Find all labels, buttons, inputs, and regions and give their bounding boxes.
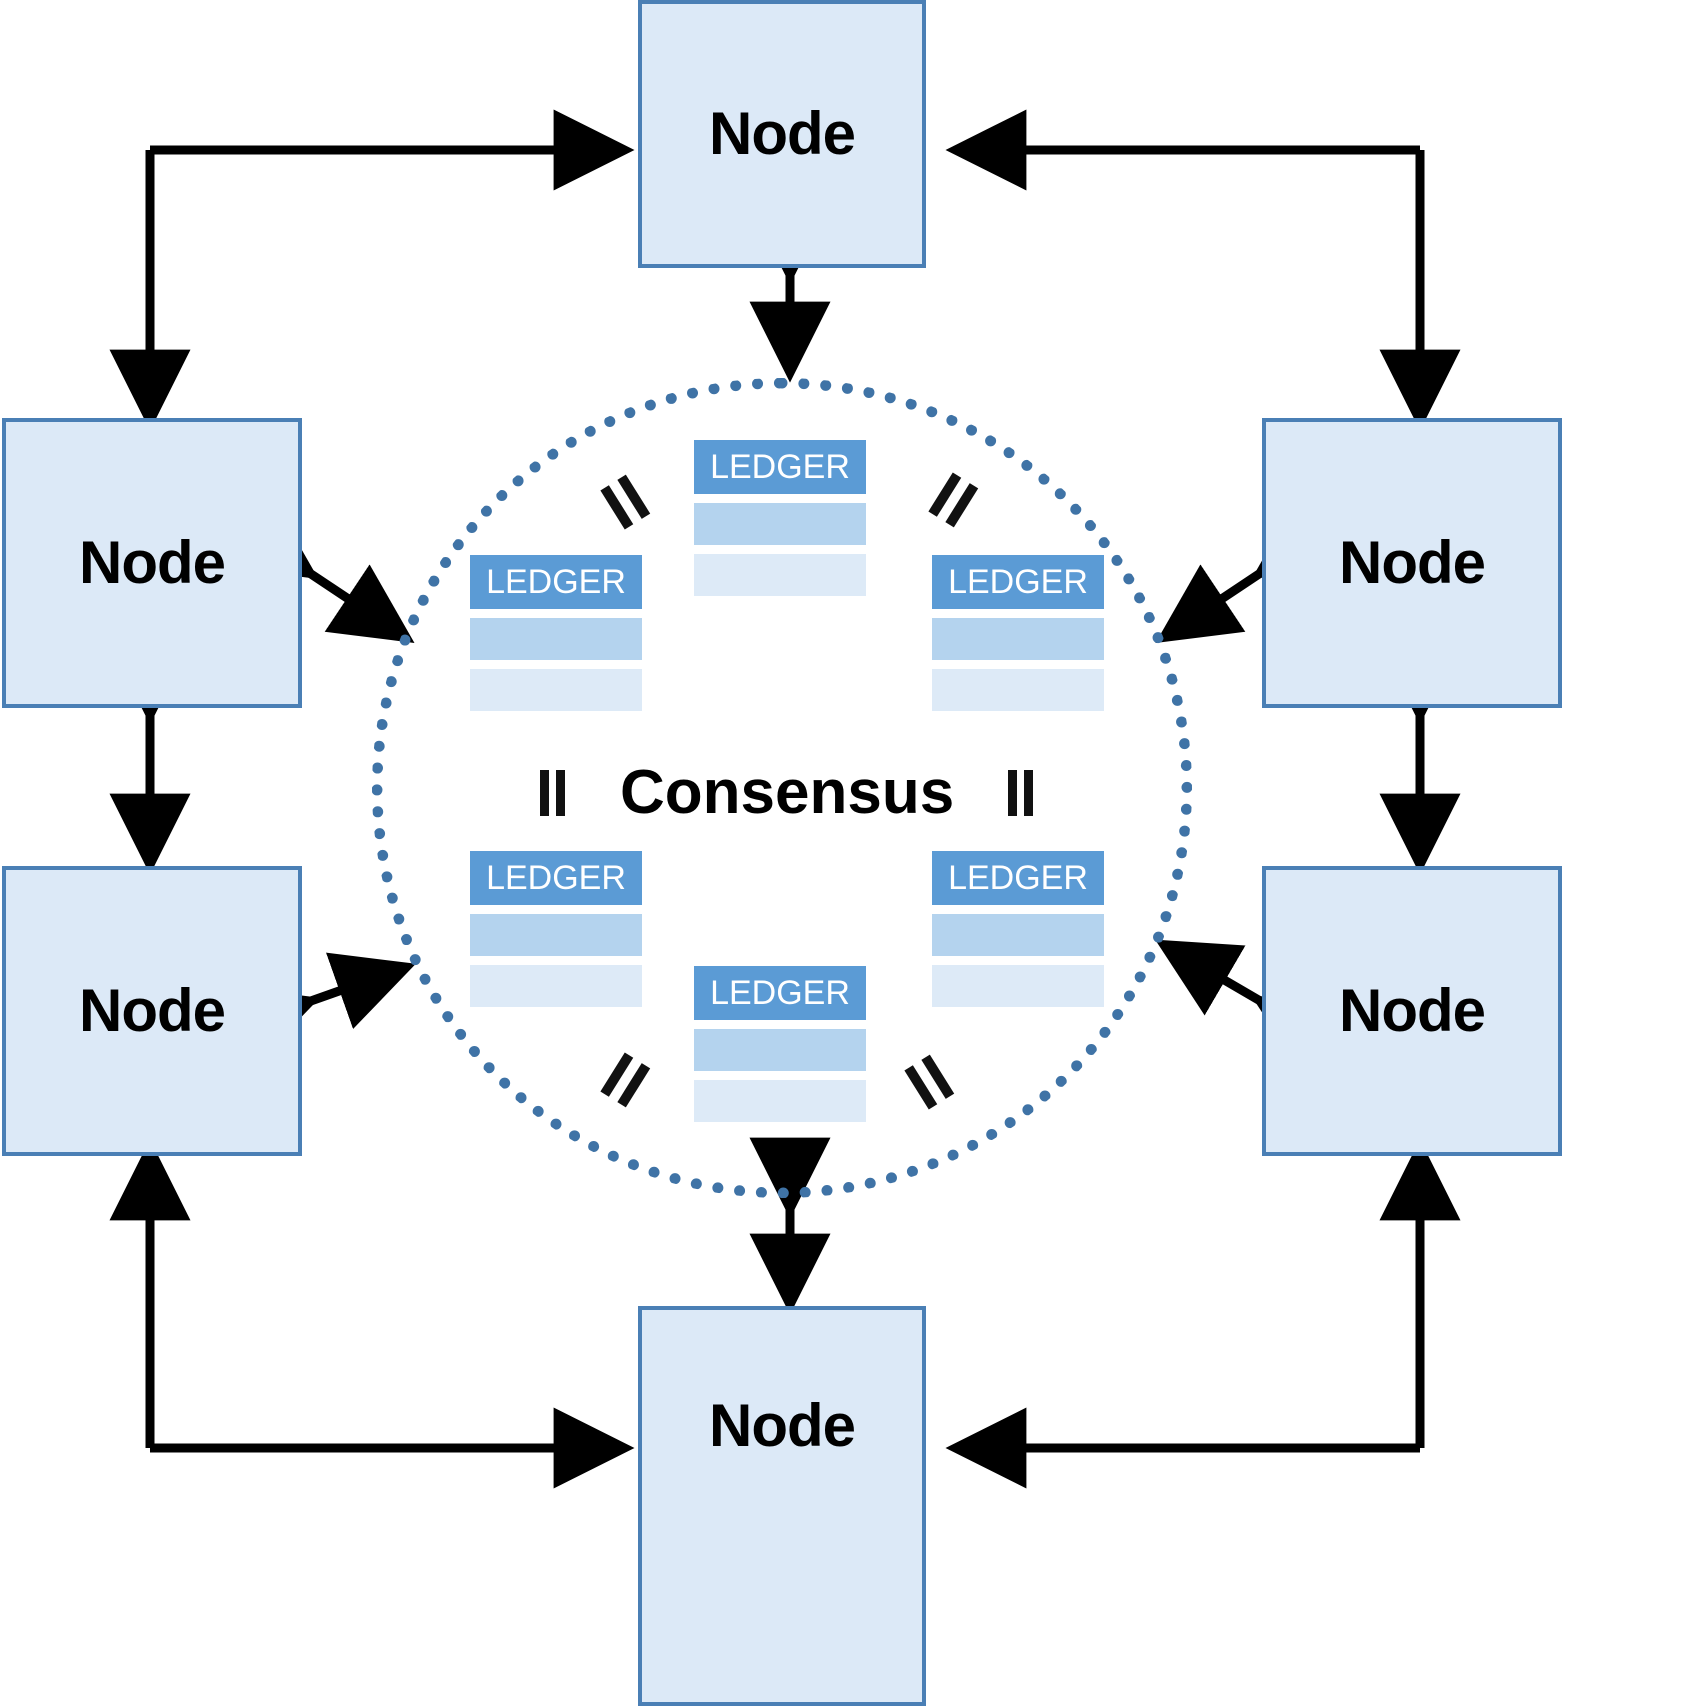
ledger-header: LEDGER [470, 555, 642, 609]
ledger-bar-1 [932, 618, 1104, 660]
arrow-left-upper-node-to-consensus [228, 500, 415, 643]
ledger-bottom: LEDGER [694, 966, 866, 1122]
ledger-bar-1 [470, 914, 642, 956]
arrow-right-upper-node-to-consensus [1155, 500, 1342, 643]
node-label: Node [709, 100, 856, 167]
node-label: Node [1339, 529, 1486, 596]
node-right-lower[interactable]: Node [1262, 866, 1562, 1156]
ledger-bar-2 [694, 1080, 866, 1122]
node-right-upper[interactable]: Node [1262, 418, 1562, 708]
consensus-label: Consensus [620, 758, 955, 827]
ledger-bar-2 [694, 554, 866, 596]
node-bottom[interactable]: Node [638, 1306, 926, 1706]
ledger-bar-1 [694, 503, 866, 545]
ledger-bar-2 [932, 669, 1104, 711]
node-label: Node [79, 529, 226, 596]
arrow-right-lower-node-to-consensus [1155, 939, 1342, 1072]
ledger-left-lower: LEDGER [470, 851, 642, 1007]
consensus-circle [372, 378, 1192, 1198]
ledger-header: LEDGER [694, 440, 866, 494]
ledger-header: LEDGER [470, 851, 642, 905]
ledger-right-lower: LEDGER [932, 851, 1104, 1007]
ledger-right-upper: LEDGER [932, 555, 1104, 711]
ledger-bar-1 [932, 914, 1104, 956]
ledger-bar-2 [470, 965, 642, 1007]
ledger-left-upper: LEDGER [470, 555, 642, 711]
ledger-top: LEDGER [694, 440, 866, 596]
node-left-upper[interactable]: Node [2, 418, 302, 708]
ledger-header: LEDGER [694, 966, 866, 1020]
node-top[interactable]: Node [638, 0, 926, 268]
node-left-lower[interactable]: Node [2, 866, 302, 1156]
equals-mid-left-icon [538, 770, 572, 816]
node-label: Node [79, 977, 226, 1044]
node-label: Node [709, 1392, 856, 1459]
ledger-bar-1 [694, 1029, 866, 1071]
ledger-bar-2 [470, 669, 642, 711]
ledger-header: LEDGER [932, 851, 1104, 905]
arrow-left-lower-node-to-consensus [230, 952, 416, 1064]
ledger-bar-1 [470, 618, 642, 660]
ledger-header: LEDGER [932, 555, 1104, 609]
node-label: Node [1339, 977, 1486, 1044]
ledger-bar-2 [932, 965, 1104, 1007]
equals-mid-right-icon [1006, 770, 1040, 816]
